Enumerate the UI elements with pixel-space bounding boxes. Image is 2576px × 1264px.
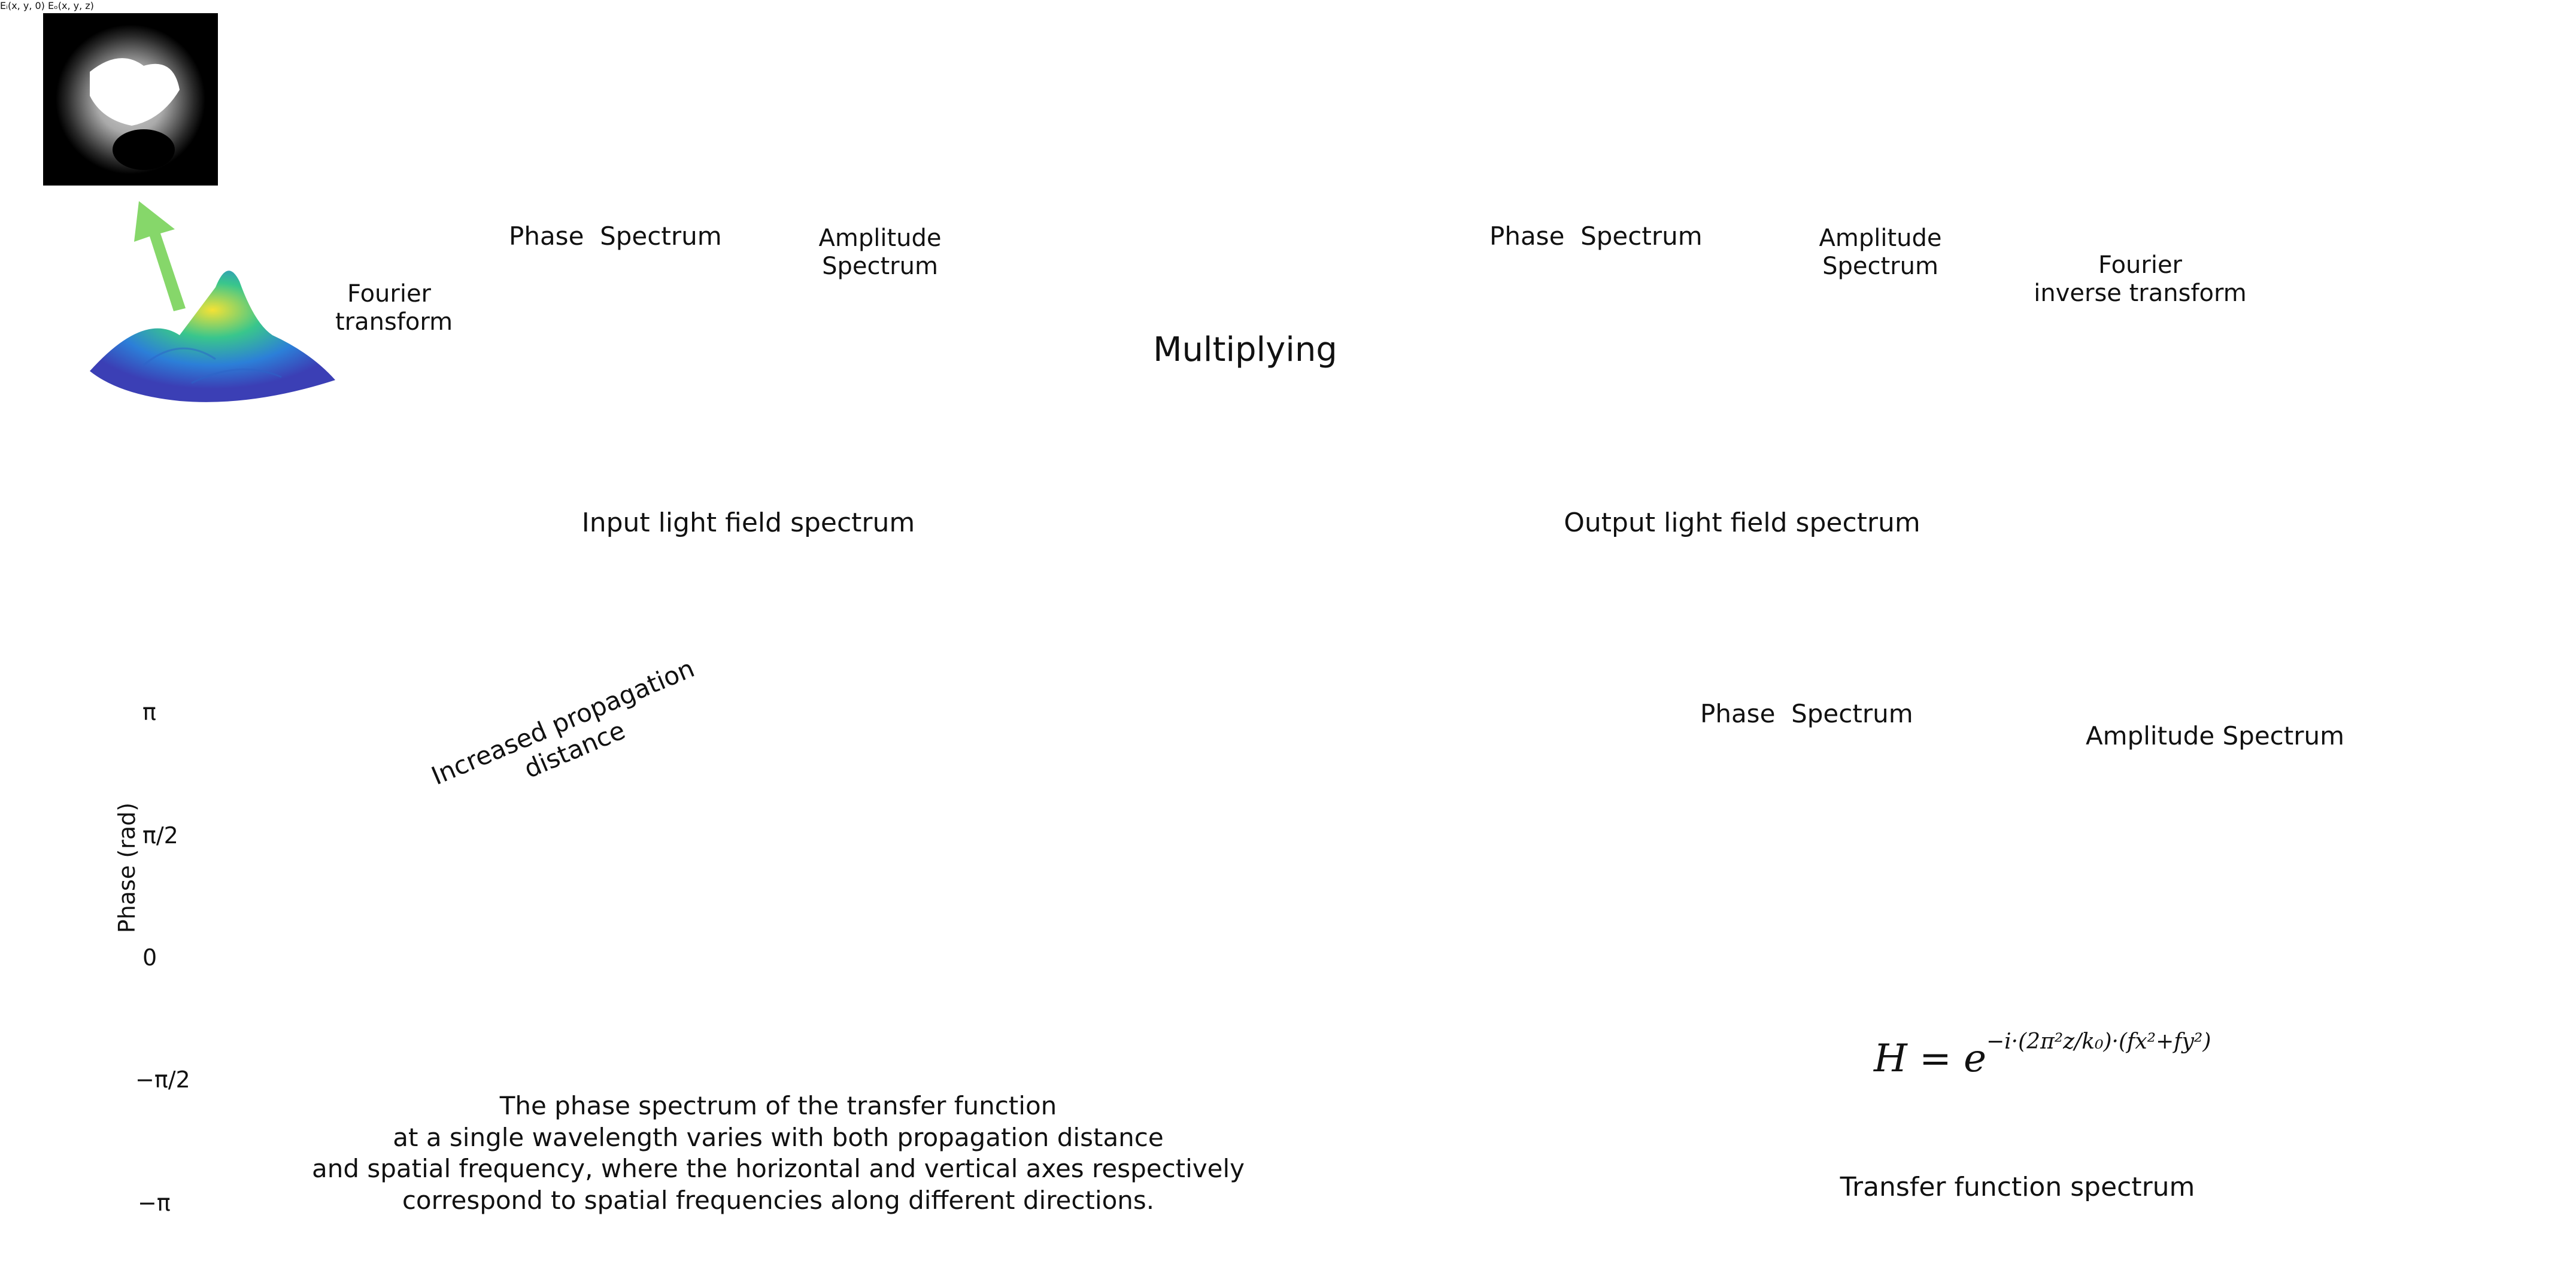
- transfer-to-panel-arrow: Eᵢ(x, y, 0) Eₒ(x, y, z) Fourier transfor…: [0, 0, 2344, 1216]
- input-spectrum-caption: Input light field spectrum: [581, 508, 915, 538]
- propagation-panel: Eᵢ(x, y, 0) Eₒ(x, y, z) Fourier transfor…: [0, 0, 2344, 1216]
- transfer-amplitude-spectrum-graphic: Eᵢ(x, y, 0) Eₒ(x, y, z) Fourier transfor…: [0, 0, 2344, 1216]
- output-phase-spectrum-label: Phase Spectrum: [1489, 221, 1703, 251]
- output-spectrum-box: Eᵢ(x, y, 0) Eₒ(x, y, z) Fourier transfor…: [0, 0, 2344, 1216]
- fourier-transform-label: Fourier transform: [335, 280, 453, 336]
- fourier-arrow: Eᵢ(x, y, 0) Eₒ(x, y, z) Fourier transfor…: [0, 0, 2344, 1216]
- fourier-inverse-label: Fourier inverse transform: [2034, 251, 2247, 308]
- colorbar-tick-neg-pi: −π: [138, 1190, 171, 1216]
- fourier-inverse-arrow: Eᵢ(x, y, 0) Eₒ(x, y, z) Fourier transfor…: [0, 0, 2344, 1216]
- lower-dotted-guide: Eᵢ(x, y, 0) Eₒ(x, y, z) Fourier transfor…: [0, 0, 2344, 1216]
- multiply-to-output-arrow: Eᵢ(x, y, 0) Eₒ(x, y, z) Fourier transfor…: [0, 0, 2344, 1216]
- transfer-formula-exponent: −i·(2π²z/k₀)·(fx²+fy²): [1986, 1029, 2211, 1054]
- colorbar-to-panel-arrow: Eᵢ(x, y, 0) Eₒ(x, y, z) Fourier transfor…: [0, 0, 2344, 1216]
- input-to-multiply-arrow: Eᵢ(x, y, 0) Eₒ(x, y, z) Fourier transfor…: [0, 0, 2344, 1216]
- transfer-to-multiply-arrow: Eᵢ(x, y, 0) Eₒ(x, y, z) Fourier transfor…: [0, 0, 2344, 1216]
- output-spectrum-caption: Output light field spectrum: [1564, 508, 1920, 538]
- multiplying-label: Multiplying: [1153, 330, 1337, 369]
- transfer-phase-spectrum-label: Phase Spectrum: [1700, 699, 1913, 728]
- input-up-arrow: [134, 201, 186, 311]
- transfer-formula-lhs: H = e: [1874, 1037, 1986, 1081]
- upper-dotted-guide: Eᵢ(x, y, 0) Eₒ(x, y, z) Fourier transfor…: [0, 0, 2344, 1216]
- colorbar-tick-zero: 0: [142, 944, 157, 971]
- output-field-label: Eₒ(x, y, z): [48, 0, 94, 11]
- transfer-function-caption: Transfer function spectrum: [1840, 1172, 2195, 1202]
- input-field-label: Eᵢ(x, y, 0): [0, 0, 45, 11]
- input-phase-spectrum-label: Phase Spectrum: [509, 221, 722, 251]
- transfer-amplitude-spectrum-label: Amplitude Spectrum: [2085, 721, 2345, 750]
- colorbar-tick-neg-pi-half: −π/2: [135, 1066, 190, 1093]
- phase-description-text: The phase spectrum of the transfer funct…: [311, 1091, 1245, 1215]
- input-amplitude-spectrum-label: Amplitude Spectrum: [818, 224, 942, 281]
- output-up-arrow: Eᵢ(x, y, 0) Eₒ(x, y, z) Fourier transfor…: [0, 0, 2344, 1216]
- input-field-surface: [90, 271, 335, 402]
- input-spectrum-box: Eᵢ(x, y, 0) Eₒ(x, y, z) Fourier transfor…: [0, 0, 2344, 1216]
- colorbar-axis-label: Phase (rad): [114, 802, 140, 934]
- input-beam-image: [43, 13, 218, 186]
- phase-colorbar: Eᵢ(x, y, 0) Eₒ(x, y, z) Fourier transfor…: [0, 0, 2344, 1216]
- transfer-function-box: Eᵢ(x, y, 0) Eₒ(x, y, z) Fourier transfor…: [0, 0, 2344, 1216]
- output-amplitude-spectrum-label: Amplitude Spectrum: [1819, 224, 1942, 281]
- transfer-formula: H = e−i·(2π²z/k₀)·(fx²+fy²): [1874, 1029, 2329, 1082]
- colorbar-tick-pi: π: [142, 699, 156, 725]
- propagation-direction-arrow: Eᵢ(x, y, 0) Eₒ(x, y, z) Fourier transfor…: [0, 0, 2344, 1216]
- colorbar-tick-pi-half: π/2: [142, 822, 178, 849]
